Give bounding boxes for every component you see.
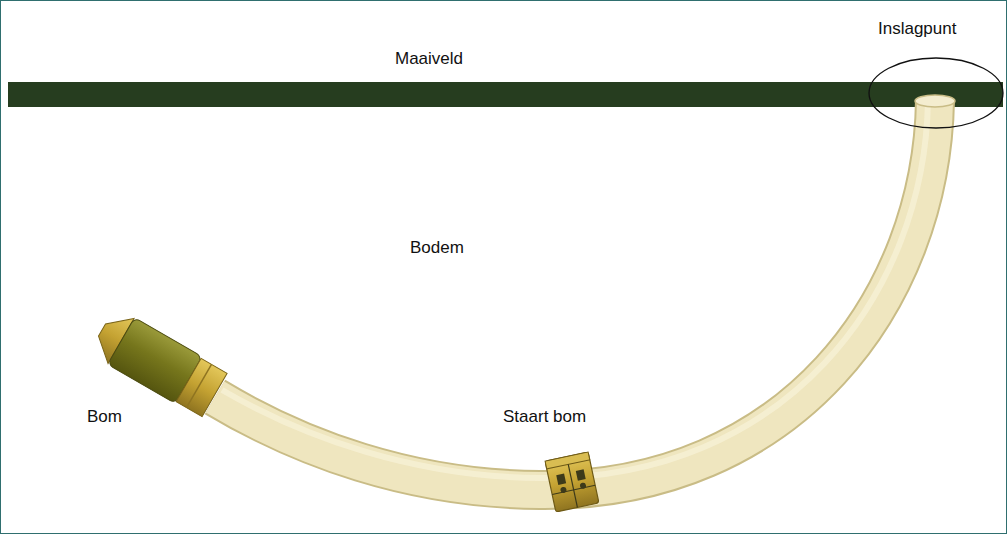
part-label: Staart bom xyxy=(503,407,586,427)
tube-opening xyxy=(915,95,955,107)
trajectory-tube xyxy=(215,100,935,490)
bomb-tail xyxy=(545,452,599,512)
ground-surface xyxy=(8,82,1003,107)
tube-highlight xyxy=(222,100,928,478)
trajectory-tube-outline xyxy=(215,100,935,490)
part-label: Inslagpunt xyxy=(878,19,956,39)
bomb xyxy=(89,307,229,419)
part-label: Bom xyxy=(87,407,122,427)
part-label: Bodem xyxy=(410,238,464,258)
impact-ellipse xyxy=(869,58,1003,128)
part-label: Maaiveld xyxy=(395,49,463,69)
